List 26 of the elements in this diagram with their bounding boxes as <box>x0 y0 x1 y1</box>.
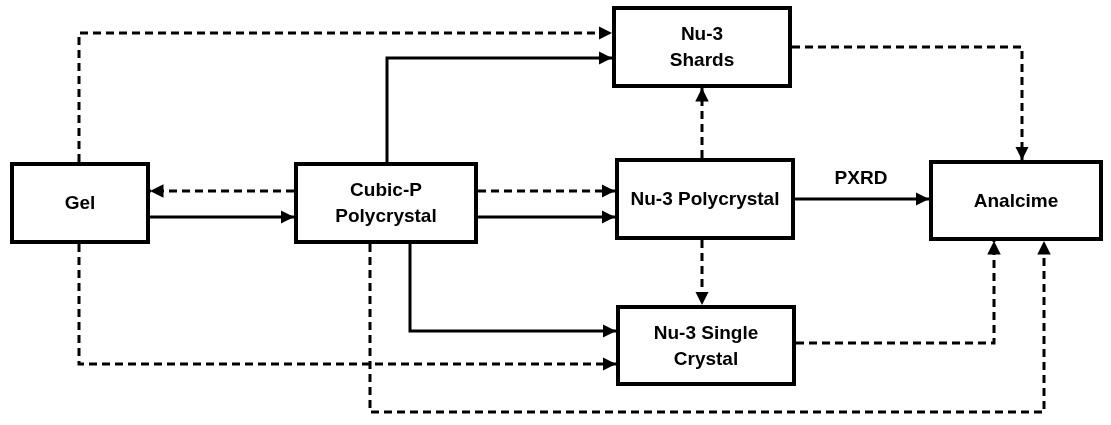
process-box <box>929 160 1103 241</box>
dashed-arrow <box>792 45 1029 160</box>
process-box <box>616 305 796 386</box>
dashed-arrow <box>368 241 1051 414</box>
arrow <box>795 192 929 206</box>
node-label: Cubic-P Polycrystal <box>334 178 438 228</box>
dashed-arrow <box>77 26 612 162</box>
process-box <box>615 158 795 240</box>
arrow <box>385 51 612 162</box>
process-box <box>294 162 478 244</box>
dashed-arrow <box>695 240 709 305</box>
node-label: Analcime <box>973 188 1059 213</box>
dashed-arrow <box>478 184 615 198</box>
node-label: Nu-3 Shards <box>668 22 736 72</box>
arrow <box>478 210 615 224</box>
dashed-arrow <box>150 184 294 198</box>
dashed-arrow <box>77 244 616 371</box>
arrow <box>150 210 294 224</box>
node-label: Gel <box>64 191 96 216</box>
process-box <box>10 162 150 244</box>
process-box <box>612 6 792 88</box>
arrow <box>408 244 616 338</box>
node-label: Nu-3 Single Crystal <box>652 320 760 371</box>
node-label: Nu-3 Polycrystal <box>630 187 780 212</box>
dashed-arrow <box>695 88 709 158</box>
dashed-arrow <box>796 241 1001 345</box>
